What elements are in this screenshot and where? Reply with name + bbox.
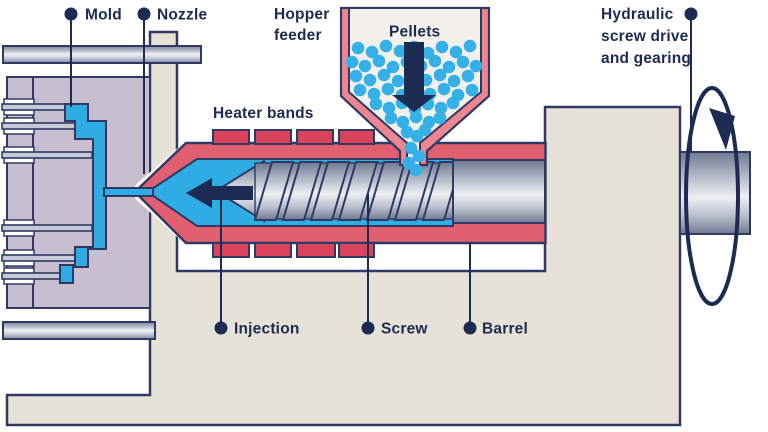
- pellet: [382, 101, 396, 115]
- pellet: [418, 123, 432, 137]
- pellet: [372, 54, 386, 68]
- pellet: [365, 45, 379, 59]
- pellet: [404, 141, 418, 155]
- label-dots: [64, 7, 698, 335]
- label-pellets: Pellets: [389, 24, 440, 41]
- tie-bar-top: [2, 45, 202, 64]
- label-hopper-feeder-1: Hopper: [274, 6, 329, 23]
- pellet: [358, 59, 372, 73]
- label-injection: Injection: [234, 321, 300, 338]
- pellet: [353, 83, 367, 97]
- feed-arrow: [392, 42, 436, 112]
- heater-bands: [212, 129, 375, 258]
- pellet: [437, 82, 451, 96]
- pellet: [400, 125, 414, 139]
- pellet: [384, 111, 398, 125]
- pellet: [461, 69, 475, 83]
- pellet: [409, 110, 423, 124]
- label-hydraulic-1: Hydraulic: [601, 6, 674, 23]
- label-mold: Mold: [85, 7, 122, 24]
- pellet: [449, 45, 463, 59]
- pellet: [412, 149, 426, 163]
- pellet: [349, 69, 363, 83]
- pellet: [351, 41, 365, 55]
- label-hopper-feeder-2: feeder: [274, 27, 322, 44]
- labels: Mold Nozzle Hopper feeder Pellets Hydrau…: [85, 6, 691, 338]
- hopper: [339, 6, 491, 177]
- sprue: [103, 187, 154, 197]
- injection-arrow: [186, 178, 253, 208]
- pellet: [433, 68, 447, 82]
- pellet: [409, 163, 423, 177]
- pellet: [363, 73, 377, 87]
- pellet: [446, 96, 460, 110]
- label-heater-bands: Heater bands: [213, 105, 314, 122]
- screw-flights: [253, 161, 463, 221]
- label-screw: Screw: [381, 321, 428, 338]
- pellet: [434, 101, 448, 115]
- pellet: [386, 60, 400, 74]
- screw-shaft: [452, 159, 546, 224]
- pellet: [377, 68, 391, 82]
- pellet: [463, 39, 477, 53]
- pellet: [369, 97, 383, 111]
- pellet: [381, 82, 395, 96]
- rotation-arrow-arc: [684, 86, 740, 306]
- pellet: [393, 44, 407, 58]
- tie-bar-bottom: [2, 321, 156, 340]
- label-barrel: Barrel: [482, 321, 528, 338]
- pellet: [465, 83, 479, 97]
- rotation-arrow-head: [709, 108, 735, 150]
- label-nozzle: Nozzle: [157, 7, 207, 24]
- pellet: [433, 111, 447, 125]
- pellet: [396, 115, 410, 129]
- pellet: [435, 40, 449, 54]
- pellet: [447, 74, 461, 88]
- screw-assembly: [214, 159, 546, 224]
- leader-lines: [70, 20, 692, 322]
- label-hydraulic-2: screw drive: [601, 28, 689, 45]
- label-hydraulic-3: and gearing: [601, 50, 691, 67]
- pellet: [428, 54, 442, 68]
- pellet: [469, 59, 483, 73]
- pellet: [442, 60, 456, 74]
- pellet: [345, 55, 359, 69]
- pellet: [367, 87, 381, 101]
- pellet: [391, 74, 405, 88]
- pellet: [456, 55, 470, 69]
- pellet: [379, 39, 393, 53]
- drive-unit: [679, 86, 751, 306]
